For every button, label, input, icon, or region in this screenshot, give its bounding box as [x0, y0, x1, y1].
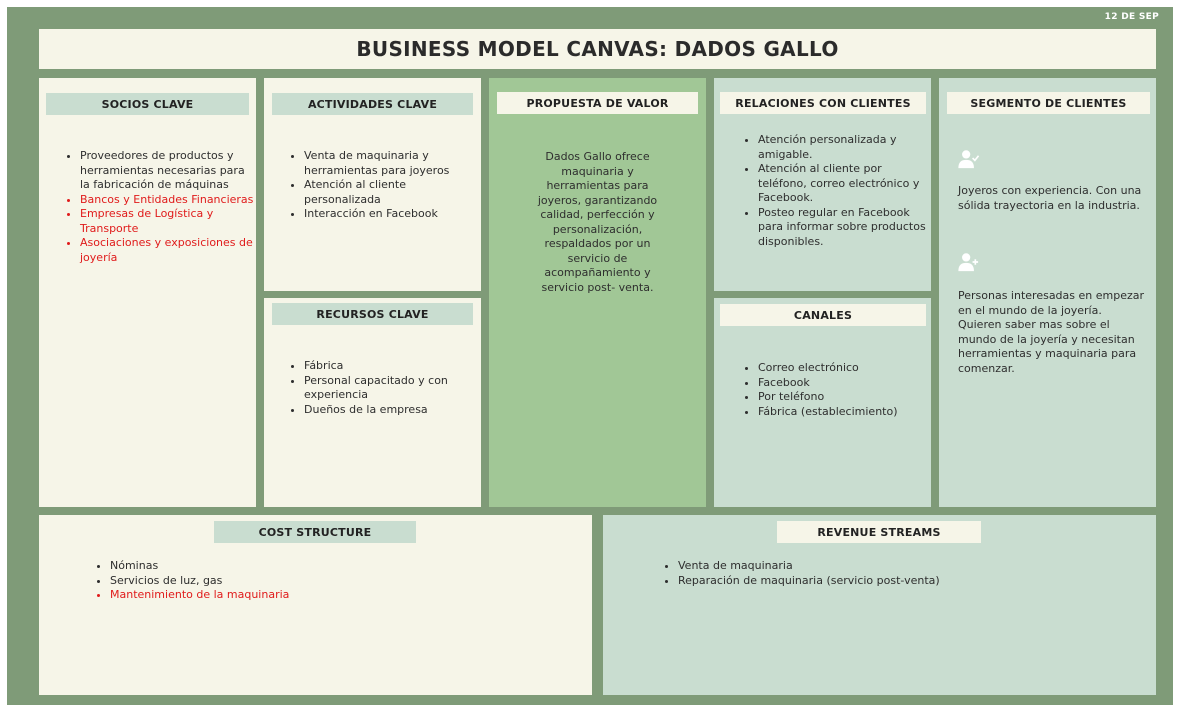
- list-item: Reparación de maquinaria (servicio post-…: [678, 574, 1098, 589]
- list-item: Correo electrónico: [758, 361, 938, 376]
- revenue-streams-header: REVENUE STREAMS: [777, 521, 981, 543]
- list-item: Atención al cliente por teléfono, correo…: [758, 162, 933, 206]
- recursos-clave-header: RECURSOS CLAVE: [272, 303, 473, 325]
- actividades-clave-list: Venta de maquinaria y herramientas para …: [290, 149, 484, 222]
- canales-panel: CANALES Correo electrónico Facebook Por …: [714, 298, 931, 507]
- date-label: 12 DE SEP: [1104, 12, 1159, 22]
- user-check-icon: [958, 150, 979, 169]
- list-item: Facebook: [758, 376, 938, 391]
- list-item: Empresas de Logística y Transporte: [80, 207, 256, 236]
- list-item: Venta de maquinaria y herramientas para …: [304, 149, 484, 178]
- cost-structure-list: Nóminas Servicios de luz, gas Mantenimie…: [96, 559, 510, 603]
- socios-clave-header: SOCIOS CLAVE: [46, 93, 249, 115]
- socios-clave-list: Proveedores de productos y herramientas …: [66, 149, 256, 265]
- canales-list: Correo electrónico Facebook Por teléfono…: [744, 361, 938, 419]
- canales-header: CANALES: [720, 304, 926, 326]
- list-item: Fábrica: [304, 359, 484, 374]
- recursos-clave-list: Fábrica Personal capacitado y con experi…: [290, 359, 484, 417]
- relaciones-clientes-panel: RELACIONES CON CLIENTES Atención persona…: [714, 78, 931, 291]
- revenue-streams-panel: REVENUE STREAMS Venta de maquinaria Repa…: [603, 515, 1156, 695]
- segmento-clientes-panel: SEGMENTO DE CLIENTES Joyeros con experie…: [939, 78, 1156, 507]
- list-item: Venta de maquinaria: [678, 559, 1098, 574]
- actividades-clave-header: ACTIVIDADES CLAVE: [272, 93, 473, 115]
- list-item: Por teléfono: [758, 390, 938, 405]
- segmento-text-1: Joyeros con experiencia. Con una sólida …: [958, 184, 1142, 212]
- list-item: Interacción en Facebook: [304, 207, 484, 222]
- propuesta-de-valor-text: Dados Gallo ofrece maquinaria y herramie…: [537, 150, 658, 294]
- relaciones-clientes-header: RELACIONES CON CLIENTES: [720, 92, 926, 114]
- list-item: Servicios de luz, gas: [110, 574, 510, 589]
- list-item: Dueños de la empresa: [304, 403, 484, 418]
- propuesta-de-valor-panel: PROPUESTA DE VALOR Dados Gallo ofrece ma…: [489, 78, 706, 507]
- segmento-clientes-header: SEGMENTO DE CLIENTES: [947, 92, 1150, 114]
- socios-clave-panel: SOCIOS CLAVE Proveedores de productos y …: [39, 78, 256, 507]
- cost-structure-panel: COST STRUCTURE Nóminas Servicios de luz,…: [39, 515, 592, 695]
- list-item: Asociaciones y exposiciones de joyería: [80, 236, 256, 265]
- cost-structure-header: COST STRUCTURE: [214, 521, 416, 543]
- list-item: Bancos y Entidades Financieras: [80, 193, 256, 208]
- list-item: Nóminas: [110, 559, 510, 574]
- title-bar: BUSINESS MODEL CANVAS: DADOS GALLO: [39, 29, 1156, 69]
- revenue-streams-list: Venta de maquinaria Reparación de maquin…: [664, 559, 1098, 588]
- page-title: BUSINESS MODEL CANVAS: DADOS GALLO: [356, 37, 839, 61]
- list-item: Fábrica (establecimiento): [758, 405, 938, 420]
- propuesta-de-valor-header: PROPUESTA DE VALOR: [497, 92, 698, 114]
- list-item: Proveedores de productos y herramientas …: [80, 149, 256, 193]
- recursos-clave-panel: RECURSOS CLAVE Fábrica Personal capacita…: [264, 298, 481, 507]
- list-item: Mantenimiento de la maquinaria: [110, 588, 510, 603]
- actividades-clave-panel: ACTIVIDADES CLAVE Venta de maquinaria y …: [264, 78, 481, 291]
- list-item: Atención personalizada y amigable.: [758, 133, 933, 162]
- relaciones-clientes-list: Atención personalizada y amigable. Atenc…: [744, 133, 933, 249]
- segmento-text-2: Personas interesadas en empezar en el mu…: [958, 289, 1145, 375]
- user-plus-icon: [958, 253, 979, 272]
- list-item: Personal capacitado y con experiencia: [304, 374, 484, 403]
- list-item: Posteo regular en Facebook para informar…: [758, 206, 933, 250]
- list-item: Atención al cliente personalizada: [304, 178, 484, 207]
